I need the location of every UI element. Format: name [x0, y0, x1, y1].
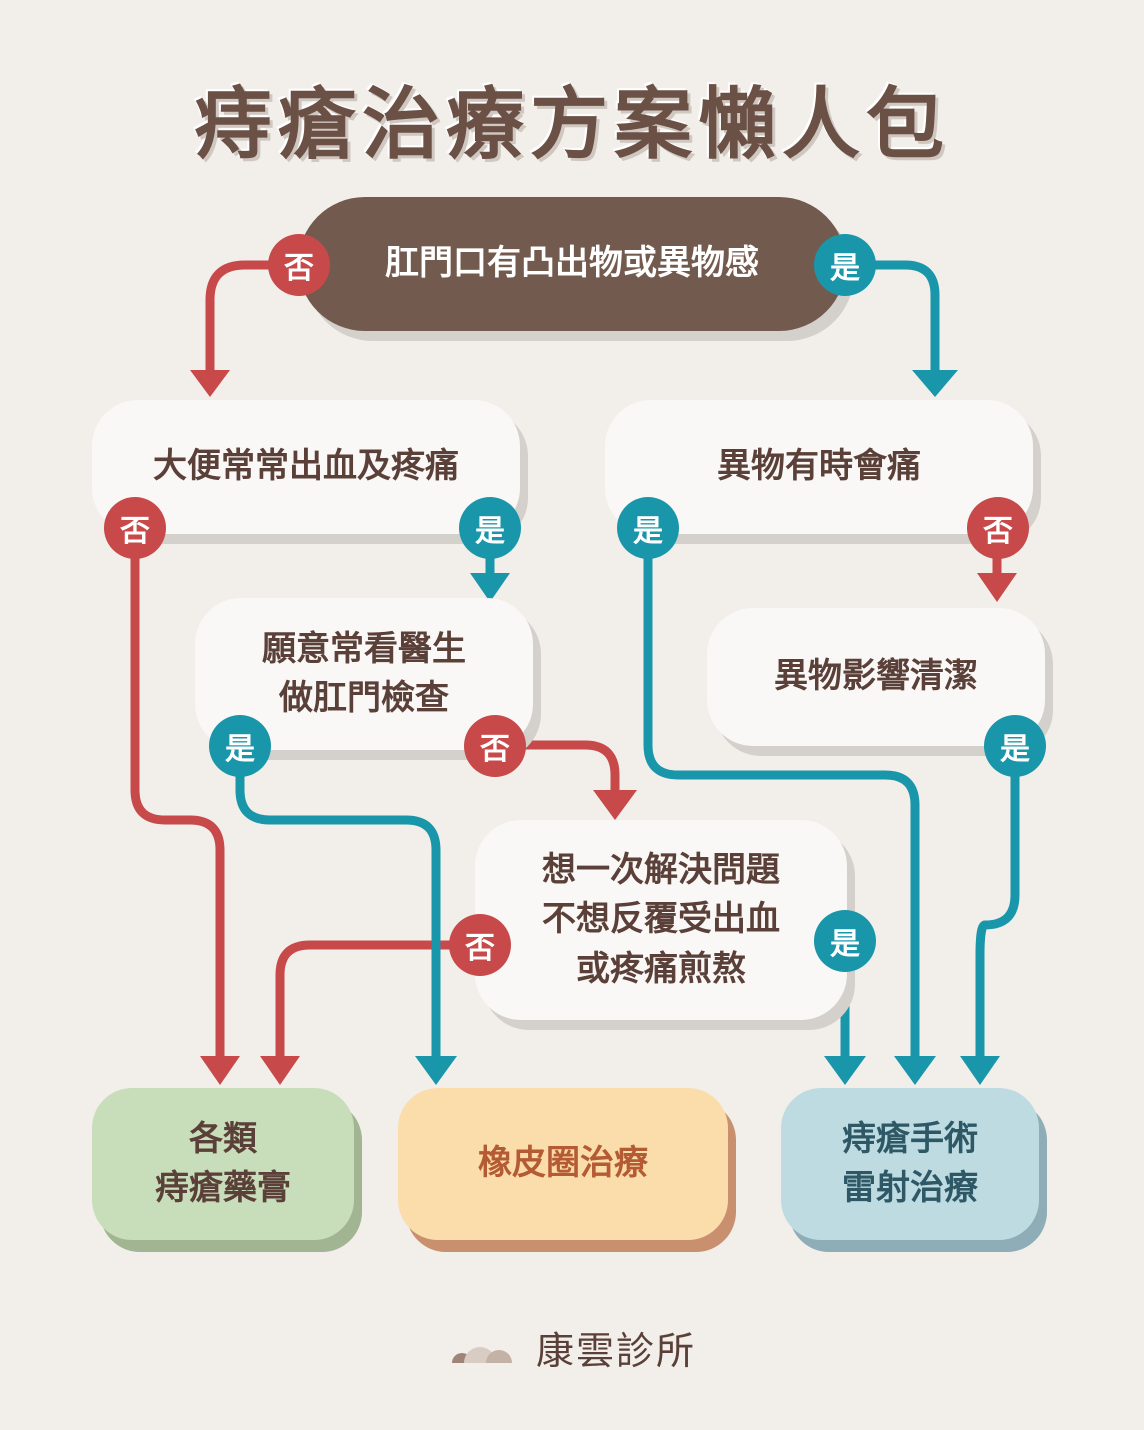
yes-badge-once: 是 — [814, 910, 876, 972]
arrow-head — [470, 573, 510, 602]
arrow-head — [415, 1056, 457, 1085]
yes-badge-cleaning: 是 — [984, 715, 1046, 777]
node-anal-protrusion: 肛門口有凸出物或異物感 — [298, 197, 846, 331]
connector-cleaning-yes — [975, 740, 1020, 1067]
arrow-head — [824, 1056, 866, 1085]
arrow-head — [894, 1056, 936, 1085]
no-badge-willing: 否 — [464, 715, 526, 777]
yes-badge-pain: 是 — [617, 497, 679, 559]
no-badge-pain: 否 — [967, 497, 1029, 559]
connector-once-no — [275, 940, 475, 1067]
node-affects-cleaning: 異物影響清潔 — [707, 608, 1045, 746]
yes-badge-willing: 是 — [209, 715, 271, 777]
page-title: 痔瘡治療方案懶人包 — [193, 80, 950, 170]
connector-bleeding-no — [130, 525, 225, 1067]
connector-willing-no — [495, 740, 620, 800]
arrow-head — [260, 1056, 300, 1085]
cloud-logo-icon — [452, 1347, 512, 1363]
yes-badge-bleeding: 是 — [459, 497, 521, 559]
connector-pain-yes — [643, 525, 920, 1067]
connector-root-no — [205, 260, 285, 377]
yes-badge-root: 是 — [814, 234, 876, 296]
arrow-head — [200, 1056, 240, 1085]
arrow-head — [912, 370, 958, 397]
arrowheads — [190, 370, 1017, 1085]
node-bleeding-pain: 大便常常出血及疼痛 — [92, 400, 520, 534]
node-foreign-body-pain: 異物有時會痛 — [605, 400, 1033, 534]
no-badge-root: 否 — [268, 234, 330, 296]
clinic-name: 康雲診所 — [536, 1328, 697, 1373]
connector-willing-yes — [235, 740, 441, 1067]
node-solve-once: 想一次解決問題 不想反覆受出血 或疼痛煎熬 — [475, 820, 847, 1020]
arrow-head — [960, 1056, 1000, 1085]
clinic-footer: 康雲診所 — [450, 1322, 697, 1373]
no-badge-once: 否 — [449, 914, 511, 976]
result-medication: 各類 痔瘡藥膏 — [92, 1088, 354, 1240]
arrow-head — [977, 573, 1017, 602]
result-rubber-band: 橡皮圈治療 — [398, 1088, 728, 1240]
no-badge-bleeding: 否 — [104, 497, 166, 559]
arrow-head — [593, 790, 637, 820]
connector-root-yes — [855, 260, 940, 377]
result-surgery-laser: 痔瘡手術 雷射治療 — [781, 1088, 1039, 1240]
arrow-head — [190, 370, 230, 397]
